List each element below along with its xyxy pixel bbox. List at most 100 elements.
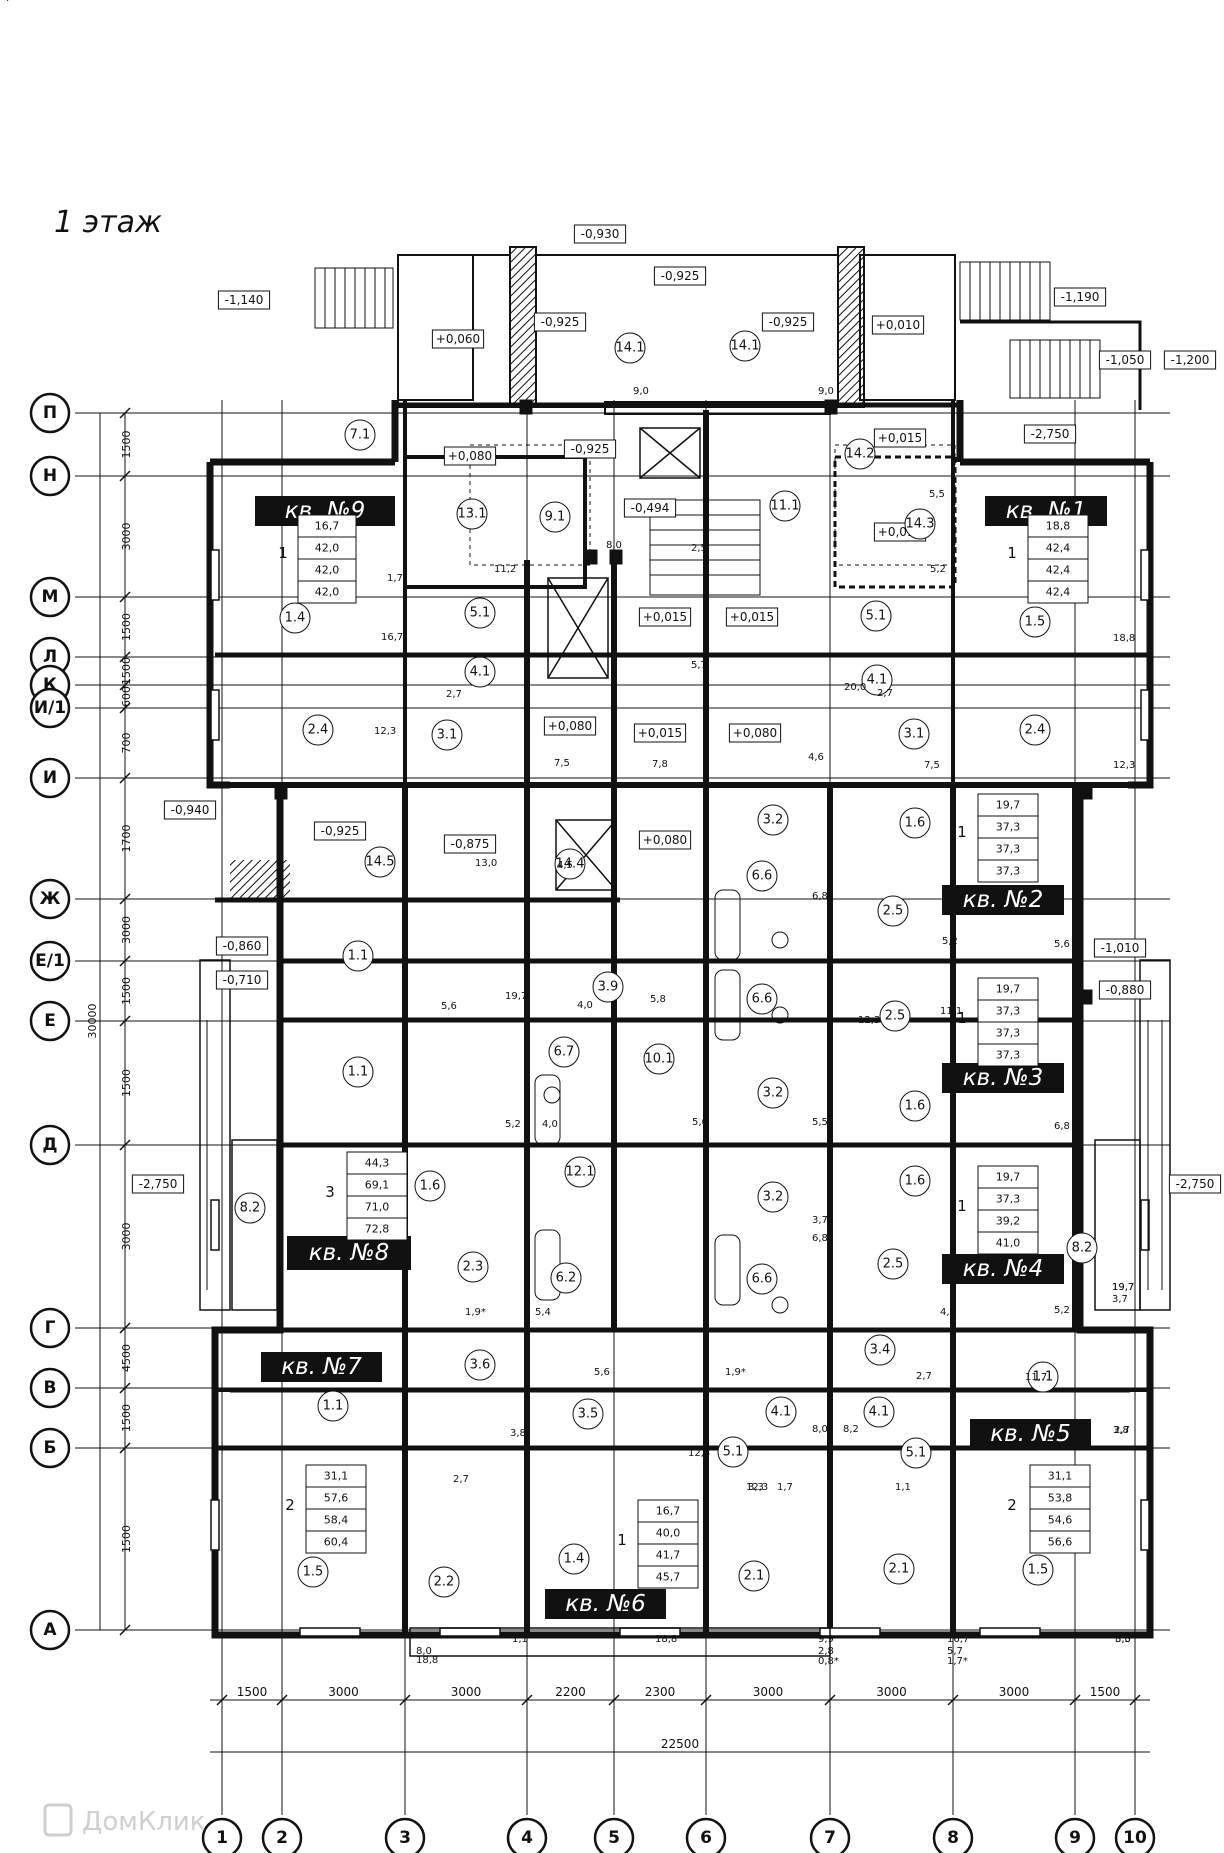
level-mark: -1,140	[225, 293, 264, 307]
level-mark: -2,750	[1176, 1177, 1215, 1191]
room-area-label: 2,7	[453, 1474, 469, 1485]
level-mark-box	[1053, 287, 1107, 307]
axis-label-letter: И/1	[34, 698, 66, 718]
window	[1140, 1199, 1150, 1251]
axis-bubble-number	[506, 1817, 548, 1853]
room-area-label: 5,2	[930, 564, 946, 575]
room-marker-circle	[464, 597, 496, 629]
level-mark: +0,080	[448, 449, 492, 463]
room-marker-circle	[414, 1170, 446, 1202]
room-marker-circle	[297, 1556, 329, 1588]
dimension-tick	[119, 1139, 131, 1151]
room-area-label: 1,1	[895, 1482, 911, 1493]
axis-label-number: 1	[216, 1828, 228, 1848]
room-area-label: 7,8	[652, 759, 668, 770]
room-marker: 2.1	[744, 1569, 765, 1584]
room-area-label: 3,3	[1115, 1634, 1131, 1645]
apartment-area-value: 37,3	[996, 1193, 1021, 1206]
axis-label-letter: Е/1	[35, 951, 65, 971]
level-mark-box	[725, 607, 779, 627]
level-mark: -1,200	[1171, 353, 1210, 367]
room-marker-circle	[844, 438, 876, 470]
room-area-label: 1,7	[777, 1482, 793, 1493]
room-marker: 1.5	[1025, 615, 1046, 630]
room-marker: 1.6	[905, 1099, 926, 1114]
room-marker: 2.1	[889, 1562, 910, 1577]
apartment-tag-bg	[942, 1063, 1064, 1093]
apartment-tag-bg	[261, 1352, 382, 1382]
axis-bubble-letter	[29, 1307, 71, 1349]
room-marker: 1.1	[323, 1399, 344, 1414]
level-mark-box	[1093, 938, 1147, 958]
dimension-value-vertical: 3000	[120, 916, 133, 944]
level-mark: -0,925	[769, 315, 808, 329]
room-area-label: 16,7	[947, 1634, 969, 1645]
level-mark: -0,860	[223, 939, 262, 953]
apartment-room-count: 1	[1007, 544, 1017, 562]
apartment-tag-bg	[942, 1254, 1064, 1284]
room-area-label: 1,7*	[947, 1656, 968, 1667]
axis-bubble-letter	[29, 1427, 71, 1469]
level-mark: -0,925	[321, 824, 360, 838]
room-marker-circle	[428, 1566, 460, 1598]
room-marker: 1.1	[348, 1065, 369, 1080]
room-marker: 9.1	[545, 510, 566, 525]
room-marker: 1.6	[905, 816, 926, 831]
room-marker: 1.5	[1028, 1563, 1049, 1578]
room-marker-circle	[746, 1263, 778, 1295]
room-area-label: 12,3	[1113, 760, 1135, 771]
room-area-label: 9,0	[633, 386, 649, 397]
apartment-area-value: 39,2	[996, 1215, 1021, 1228]
room-marker: 14.3	[906, 517, 935, 532]
room-marker-circle	[342, 1056, 374, 1088]
room-marker: 2.4	[308, 723, 329, 738]
room-area-label: 4,5	[557, 860, 573, 871]
room-area-label: 5,6	[594, 1367, 610, 1378]
axis-bubble-number	[1114, 1817, 1156, 1853]
room-marker: 1.6	[905, 1174, 926, 1189]
dimension-tick	[119, 1442, 131, 1454]
axis-bubble-letter	[29, 392, 71, 434]
axis-bubble-number	[809, 1817, 851, 1853]
room-area-label: 5,2	[942, 936, 958, 947]
dimension-tick	[119, 702, 131, 714]
level-mark: +0,015	[878, 431, 922, 445]
toilet	[771, 931, 789, 949]
dimension-tick	[119, 1382, 131, 1394]
room-area-label: 19,7	[1112, 1282, 1134, 1293]
window	[210, 549, 220, 601]
room-area-label: 5,6	[1054, 939, 1070, 950]
level-mark-box	[871, 315, 925, 335]
room-marker: 6.6	[752, 1272, 773, 1287]
apartment-area-value: 42,0	[315, 586, 340, 599]
axis-label-letter: Д	[42, 1135, 57, 1155]
room-marker-circle	[757, 1181, 789, 1213]
room-area-label: 1,7	[387, 573, 403, 584]
level-mark: +0,080	[548, 719, 592, 733]
room-area-label: 5,2	[505, 1119, 521, 1130]
room-marker: 3.4	[870, 1343, 891, 1358]
room-marker: 2.5	[883, 1257, 904, 1272]
room-marker-circle	[1019, 714, 1051, 746]
axis-bubble-number	[1054, 1817, 1096, 1853]
axis-label-number: 4	[521, 1828, 533, 1848]
apartment-tag-bg	[545, 1589, 666, 1619]
room-area-label: 11,1	[940, 1006, 962, 1017]
room-area-label: 5,8	[650, 994, 666, 1005]
window	[299, 1627, 361, 1637]
axis-label-number: 10	[1123, 1828, 1147, 1848]
room-marker-circle	[898, 718, 930, 750]
room-area-label: 13,0	[475, 858, 497, 869]
room-marker: 3.2	[763, 813, 784, 828]
level-mark: -1,010	[1101, 941, 1140, 955]
room-area-label: 16,7	[381, 632, 403, 643]
room-area-label: 12,3	[858, 1015, 880, 1026]
level-mark-box	[215, 970, 269, 990]
room-marker: 3.2	[763, 1086, 784, 1101]
